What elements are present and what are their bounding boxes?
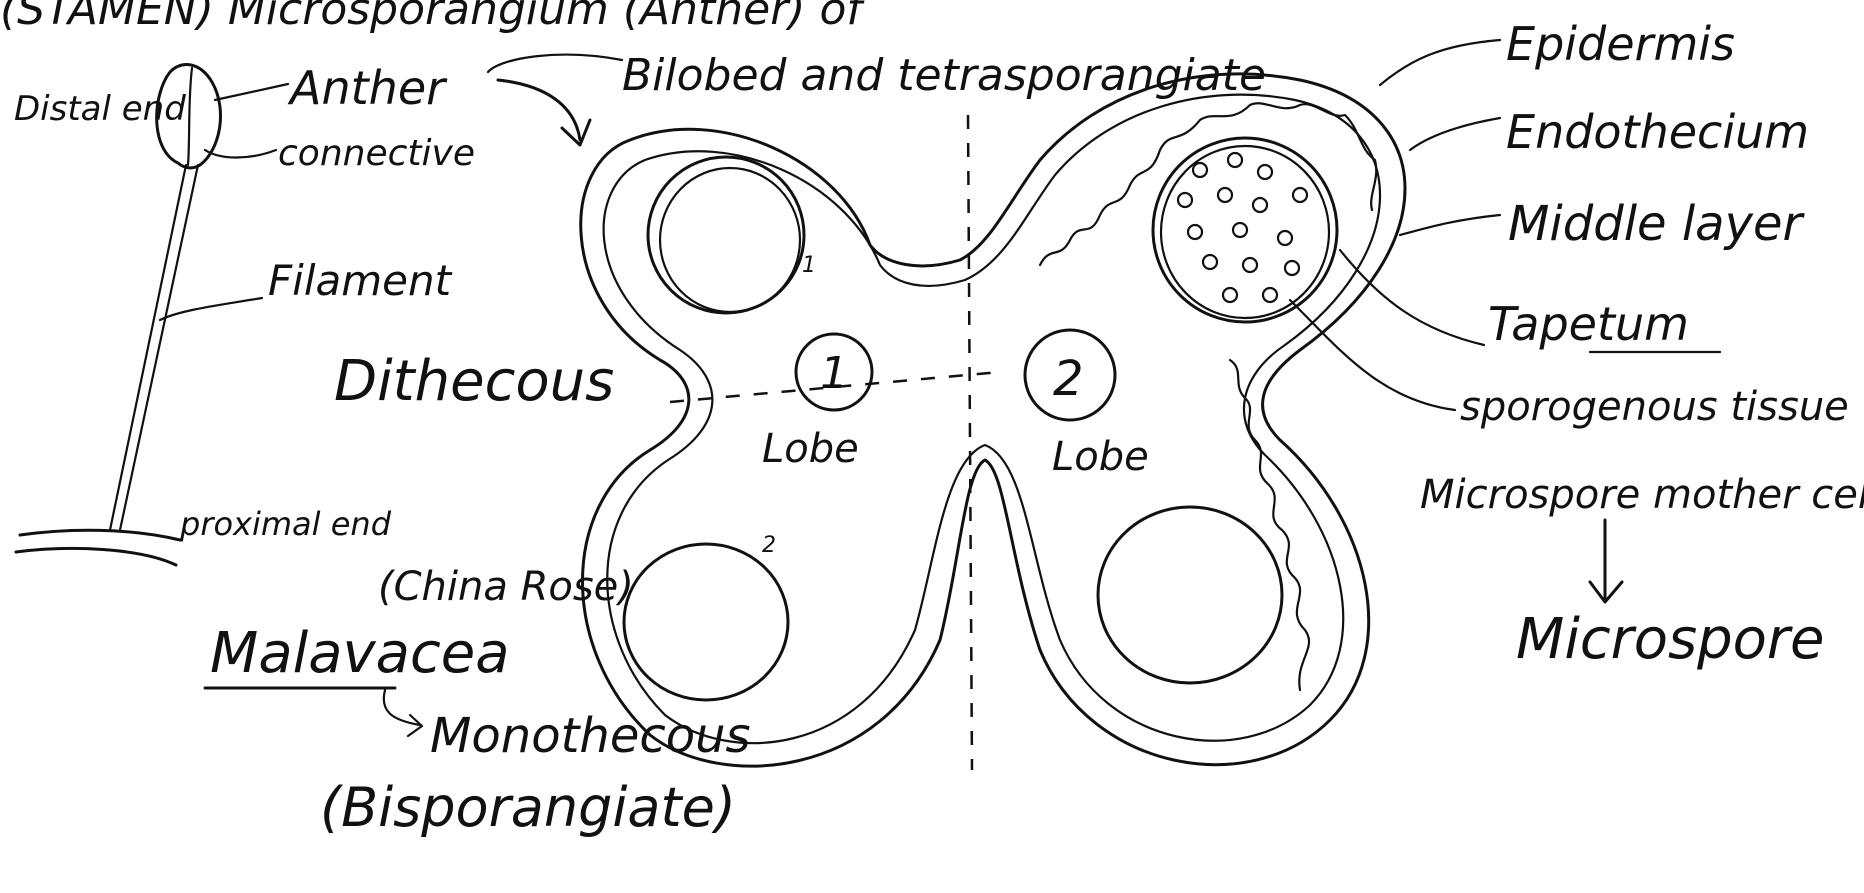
arrow-to-monothecous [384,690,422,736]
pointer-endothecium [1410,118,1500,150]
arrow-icon [498,80,590,145]
label-bilobed: Bilobed and tetrasporangiate [622,50,1266,101]
label-anther: Anther [287,61,448,115]
label-middle-layer: Middle layer [1508,196,1806,252]
sporangium-mark-2: 2 [762,533,776,558]
label-china-rose: (China Rose) [378,564,634,610]
pointer-middle-layer [1400,215,1500,235]
pollen-sac-top-right-inner [1161,146,1329,318]
base-line-lower [16,548,176,565]
lobe-2-label: Lobe [1052,434,1149,480]
header-title: (STAMEN) Microsporangium (Anther) of [0,0,868,35]
label-filament: Filament [268,256,453,305]
pointer-anther [215,84,288,100]
pointer-connective [205,150,276,158]
lobe-1-number: 1 [820,348,848,399]
label-distal-end: Distal end [14,89,186,129]
pollen-sac-bottom-right [1098,507,1282,683]
lobe-1-label: Lobe [762,426,859,472]
pointer-bilobed [488,55,622,72]
stamen-drawing [16,65,221,565]
filament-line-b [120,165,198,530]
pollen-sac-top-left-inner [660,168,800,312]
label-bisporangiate: (Bisporangiate) [320,776,736,839]
vertical-axis-line [968,115,972,770]
label-dithecous: Dithecous [334,349,614,414]
pollen-sac-bottom-left [624,544,788,700]
pointer-tapetum [1340,250,1484,345]
label-microspore: Microspore [1516,607,1824,672]
label-endothecium: Endothecium [1506,105,1809,159]
sporangium-mark-1: 1 [802,253,816,278]
filament-line-a [110,165,186,530]
anther-outer-wall [581,74,1405,766]
label-sporogenous: sporogenous tissue [1460,384,1849,430]
label-tapetum: Tapetum [1488,297,1689,351]
anther-midline [188,68,192,165]
pollen-sac-top-right [1153,138,1337,322]
anther-cross-section [581,74,1405,770]
pointer-epidermis [1380,40,1500,85]
pointer-filament [160,298,262,320]
label-connective: connective [278,133,475,174]
label-monothecous: Monothecous [430,708,751,764]
lobe-2-number: 2 [1053,351,1084,407]
pointer-sporogenous [1290,300,1455,410]
arrow-to-microspore [1590,520,1622,602]
label-epidermis: Epidermis [1506,17,1735,71]
label-proximal-end: proximal end [179,505,392,543]
label-malvaceae: Malavacea [210,621,510,686]
base-line-upper [20,530,180,540]
label-mother-cells: Microspore mother cells [1420,472,1864,518]
microspore-cell-icon [1178,153,1307,302]
